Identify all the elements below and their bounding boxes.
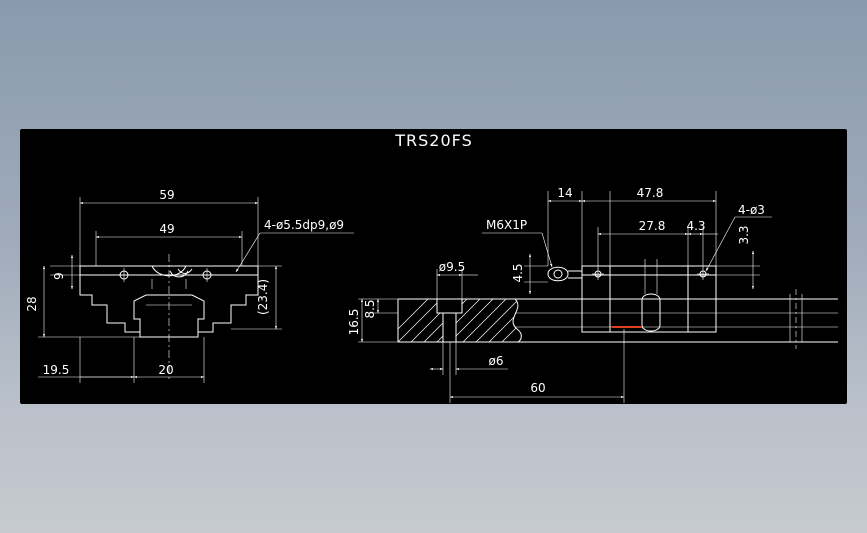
rail-profile xyxy=(133,294,205,337)
dim-dia-6: ø6 xyxy=(489,354,504,368)
dim-20: 20 xyxy=(158,363,173,377)
dim-8-5: 8.5 xyxy=(363,299,377,318)
grease-nipple xyxy=(547,266,569,282)
dim-19-5: 19.5 xyxy=(43,363,70,377)
dim-23-4: (23.4) xyxy=(256,279,270,315)
rail-section-hatch xyxy=(398,298,522,343)
drawing-title: TRS20FS xyxy=(394,131,472,150)
dim-4-5: 4.5 xyxy=(511,263,525,282)
dim-28: 28 xyxy=(25,296,39,311)
front-view: 59 49 4-ø5.5dp9,ø9 9 28 (23.4) 19.5 20 xyxy=(25,188,354,383)
carriage-body xyxy=(581,265,717,333)
dim-14: 14 xyxy=(557,186,572,200)
dim-3-3: 3.3 xyxy=(737,225,751,244)
dim-60: 60 xyxy=(530,381,545,395)
drawing-panel: TRS20FS 59 49 xyxy=(20,129,847,404)
dim-27-8: 27.8 xyxy=(639,219,666,233)
note-grease-nipple: M6X1P xyxy=(486,218,527,232)
dim-16-5: 16.5 xyxy=(347,309,361,336)
dim-47-8: 47.8 xyxy=(637,186,664,200)
note-hole-3: 4-ø3 xyxy=(738,203,765,217)
note-hole-5-5: 4-ø5.5dp9,ø9 xyxy=(264,218,344,232)
side-view: 14 47.8 27.8 4.3 4-ø3 3.3 M6X1P 4.5 xyxy=(347,186,838,403)
cad-drawing: TRS20FS 59 49 xyxy=(25,131,838,403)
dim-4-3: 4.3 xyxy=(686,219,705,233)
dim-59: 59 xyxy=(159,188,174,202)
rail-break-line xyxy=(512,298,522,343)
dim-9: 9 xyxy=(52,272,66,280)
dim-dia-9-5: ø9.5 xyxy=(439,260,465,274)
dim-49: 49 xyxy=(159,222,174,236)
